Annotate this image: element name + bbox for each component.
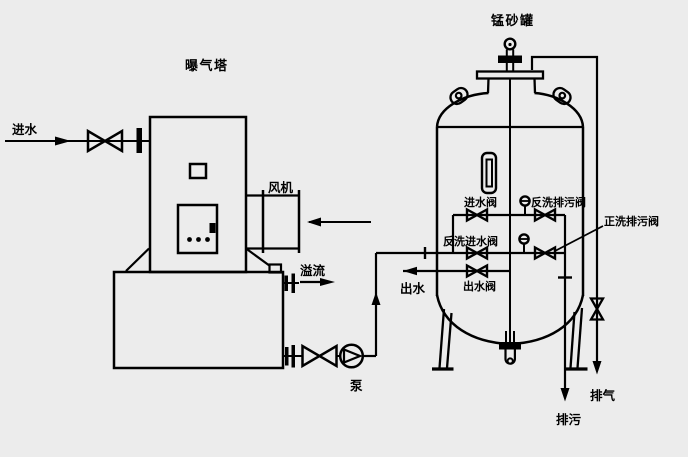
panel-dot	[196, 237, 201, 242]
forward-wash-drain-valve-label: 正洗排污阀	[604, 214, 659, 228]
manhole-flange	[475, 70, 545, 80]
blower-box	[246, 190, 301, 253]
riser-flow-arrow-icon	[371, 292, 381, 305]
gauge-icon	[519, 195, 531, 215]
vessel-shell	[435, 78, 585, 346]
tower-body	[148, 115, 248, 274]
lifting-lug-left	[449, 86, 469, 106]
backwash-drain-valve-label: 反洗排污阀	[531, 195, 586, 209]
tank-brace-right	[245, 247, 271, 267]
vent-label: 排气	[590, 388, 616, 403]
overflow-flange	[284, 275, 288, 291]
outlet-flow-arrow-icon	[403, 266, 417, 276]
overflow-flange	[291, 273, 295, 293]
drain-label: 排污	[556, 412, 582, 427]
lifting-lug-right	[552, 86, 572, 106]
aeration-tower: 曝气塔 进水 溢流 风机	[5, 58, 381, 393]
pump-suction-valve-icon	[301, 344, 338, 368]
valve-manifold	[376, 195, 604, 391]
vent-arrow-icon	[592, 361, 602, 375]
pump-label: 泵	[350, 378, 363, 393]
inlet-flow-arrow-icon	[55, 136, 71, 146]
label-leader-line	[553, 225, 604, 253]
sight-glass	[480, 151, 498, 195]
bottom-drain-fitting	[499, 331, 521, 365]
tank-brace-left	[125, 247, 150, 272]
filter-tank-title: 锰砂罐	[491, 13, 535, 28]
tank-inlet-valve-label: 进水阀	[464, 195, 497, 209]
tower-water-tank	[112, 270, 285, 370]
suction-flange	[291, 345, 295, 368]
tank-leg-left	[432, 308, 454, 371]
drain-arrow-icon	[560, 388, 570, 402]
panel-latch	[209, 223, 216, 233]
backwash-inlet-valve-label: 反洗进水阀	[443, 234, 498, 248]
inlet-flange	[136, 128, 142, 153]
overflow-label: 溢流	[300, 263, 326, 278]
top-vent-assembly	[475, 37, 545, 94]
air-inlet-arrow-icon	[307, 217, 321, 227]
gauge-icon	[518, 233, 530, 253]
panel-dot	[205, 237, 210, 242]
tower-window	[188, 162, 208, 180]
vent-line	[530, 55, 605, 375]
tank-leg-right	[566, 307, 588, 371]
suction-flange	[285, 347, 289, 366]
control-panel	[176, 203, 219, 255]
panel-dot	[187, 237, 192, 242]
blower-label: 风机	[268, 180, 294, 195]
outlet-water-label: 出水	[400, 281, 426, 296]
corner-fitting	[268, 263, 283, 274]
overflow-arrow-icon	[320, 278, 335, 286]
filter-tank: 锰砂罐	[376, 13, 659, 427]
pump-impeller-icon	[342, 347, 363, 365]
tank-outlet-valve-label: 出水阀	[463, 279, 496, 293]
aeration-tower-title: 曝气塔	[185, 58, 229, 73]
inlet-water-label: 进水	[12, 122, 38, 137]
